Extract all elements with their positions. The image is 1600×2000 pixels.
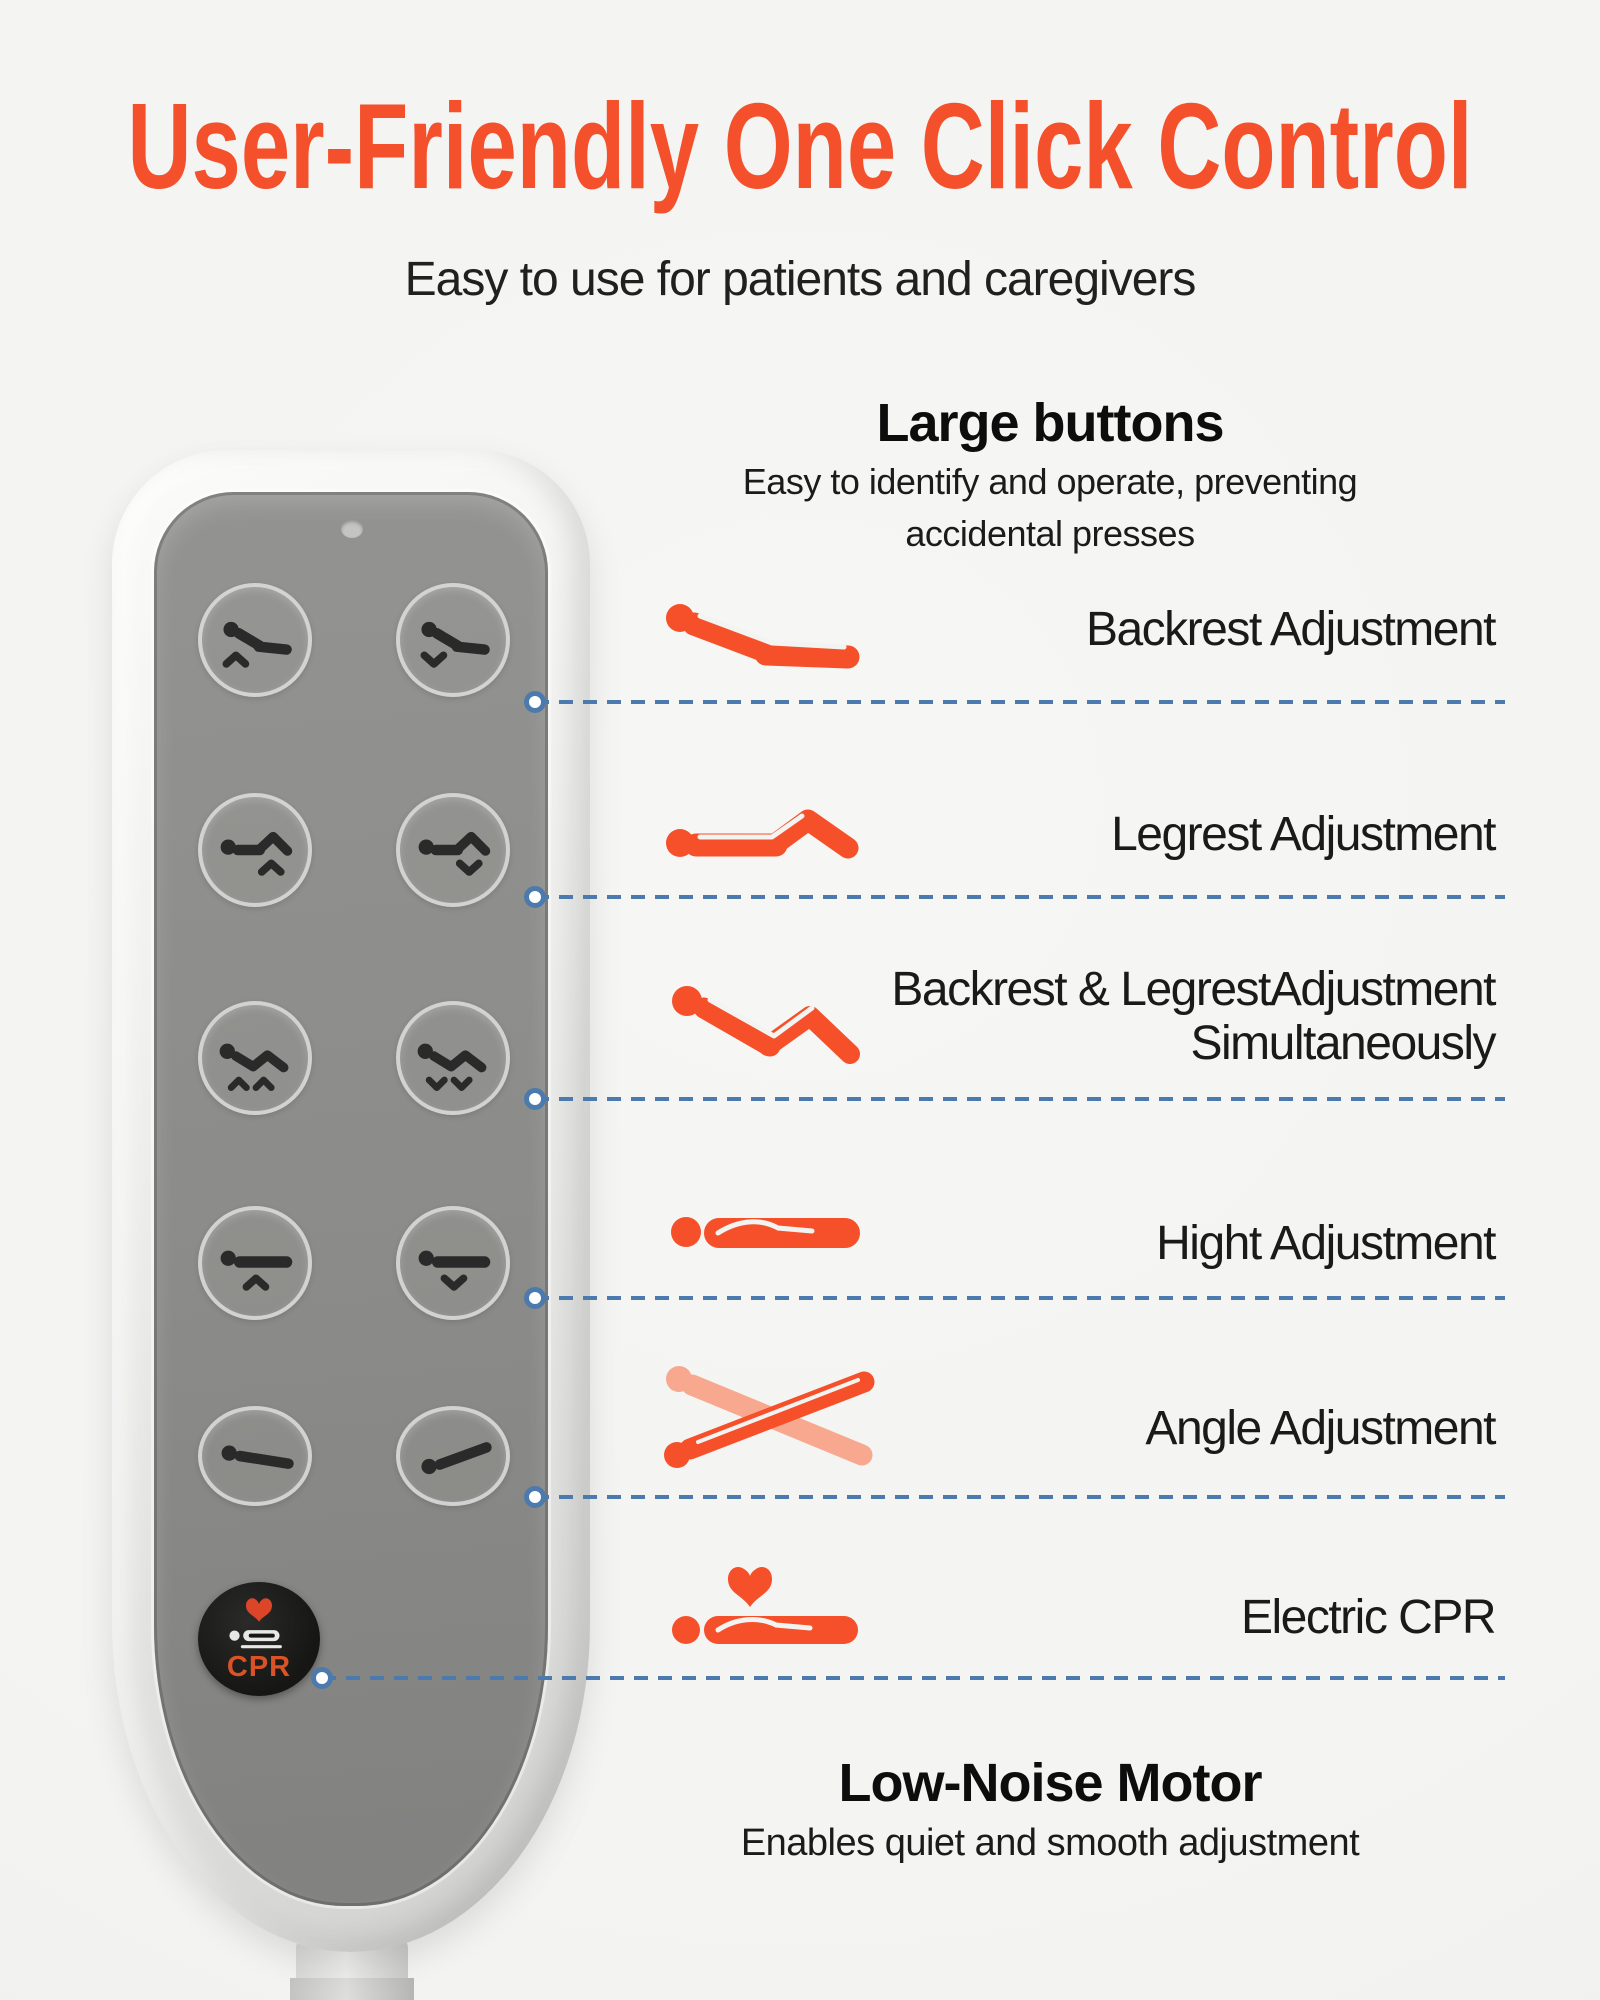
height-down-button[interactable] <box>396 1206 510 1320</box>
backrest-legrest-up-icon <box>219 1043 289 1091</box>
backrest-down-icon <box>420 621 490 668</box>
footer-heading: Low-Noise Motor <box>838 1753 1263 1813</box>
connector-line-backrest-legrest <box>524 1088 1505 1110</box>
connector-line-angle <box>524 1486 1505 1508</box>
connector-line-cpr <box>311 1667 1505 1689</box>
feature-label-height: Hight Adjustment <box>1156 1217 1496 1270</box>
indicator-led-icon <box>341 520 363 538</box>
connector-line-backrest <box>524 691 1505 713</box>
backrest-legrest-up-button[interactable] <box>198 1001 312 1115</box>
connector-dot <box>524 691 546 713</box>
backrest-legrest-down-button[interactable] <box>396 1001 510 1115</box>
feature-label-angle: Angle Adjustment <box>1145 1402 1496 1455</box>
feature-label-backrest: Backrest Adjustment <box>1085 603 1497 656</box>
tilt-head-down-button[interactable] <box>198 1406 312 1506</box>
connector-line-legrest <box>524 886 1505 908</box>
heart-icon <box>246 1598 272 1622</box>
backrest-legrest-simultaneous-icon <box>672 986 860 1064</box>
feature-label-electric-cpr: Electric CPR <box>1240 1591 1497 1644</box>
connector-dot <box>311 1667 333 1689</box>
legrest-up-icon <box>220 831 293 876</box>
backrest-adjustment-icon <box>666 604 860 669</box>
connector-dot <box>524 1287 546 1309</box>
height-up-button[interactable] <box>198 1206 312 1320</box>
cpr-button[interactable]: CPR <box>198 1582 320 1696</box>
remote-control-panel <box>154 492 548 1906</box>
height-up-icon <box>220 1250 293 1291</box>
angle-adjustment-icon <box>664 1366 875 1468</box>
remote-stem-collar <box>290 1978 414 2000</box>
footer-description: Enables quiet and smooth adjustment <box>740 1822 1360 1864</box>
tilt-head-down-icon <box>221 1445 294 1469</box>
height-adjustment-icon <box>671 1217 860 1248</box>
connector-line-height <box>524 1287 1505 1309</box>
connector-dot <box>524 1486 546 1508</box>
connector-dot <box>524 1088 546 1110</box>
feature-label-backrest-legrest: Backrest & LegrestAdjustment Simultaneou… <box>891 963 1497 1071</box>
connector-dot <box>524 886 546 908</box>
backrest-down-button[interactable] <box>396 583 510 697</box>
backrest-legrest-down-icon <box>417 1043 487 1091</box>
cpr-button-label: CPR <box>226 1651 292 1683</box>
tilt-head-up-button[interactable] <box>396 1406 510 1506</box>
feature-label-legrest: Legrest Adjustment <box>1111 808 1496 861</box>
tilt-head-up-icon <box>421 1442 492 1475</box>
legrest-down-icon <box>418 831 491 876</box>
legrest-adjustment-icon <box>666 809 859 859</box>
page-title: User-Friendly One Click Control <box>128 78 1473 214</box>
section-description-line2: accidental presses <box>905 513 1195 554</box>
backrest-up-button[interactable] <box>198 583 312 697</box>
feature-label-backrest-legrest-line1: Backrest & LegrestAdjustment <box>891 963 1496 1016</box>
backrest-up-icon <box>222 621 292 668</box>
legrest-down-button[interactable] <box>396 793 510 907</box>
feature-label-backrest-legrest-line2: Simultaneously <box>1190 1017 1497 1070</box>
section-description-line1: Easy to identify and operate, preventing <box>742 461 1358 502</box>
section-description: Easy to identify and operate, preventing… <box>600 456 1500 560</box>
section-heading: Large buttons <box>876 393 1225 453</box>
page-title-svg: User-Friendly One Click Control <box>128 78 1473 214</box>
electric-cpr-icon <box>672 1567 858 1644</box>
bed-icon <box>229 1630 282 1649</box>
legrest-up-button[interactable] <box>198 793 312 907</box>
height-down-icon <box>418 1250 491 1291</box>
page-subtitle: Easy to use for patients and caregivers <box>404 253 1197 306</box>
